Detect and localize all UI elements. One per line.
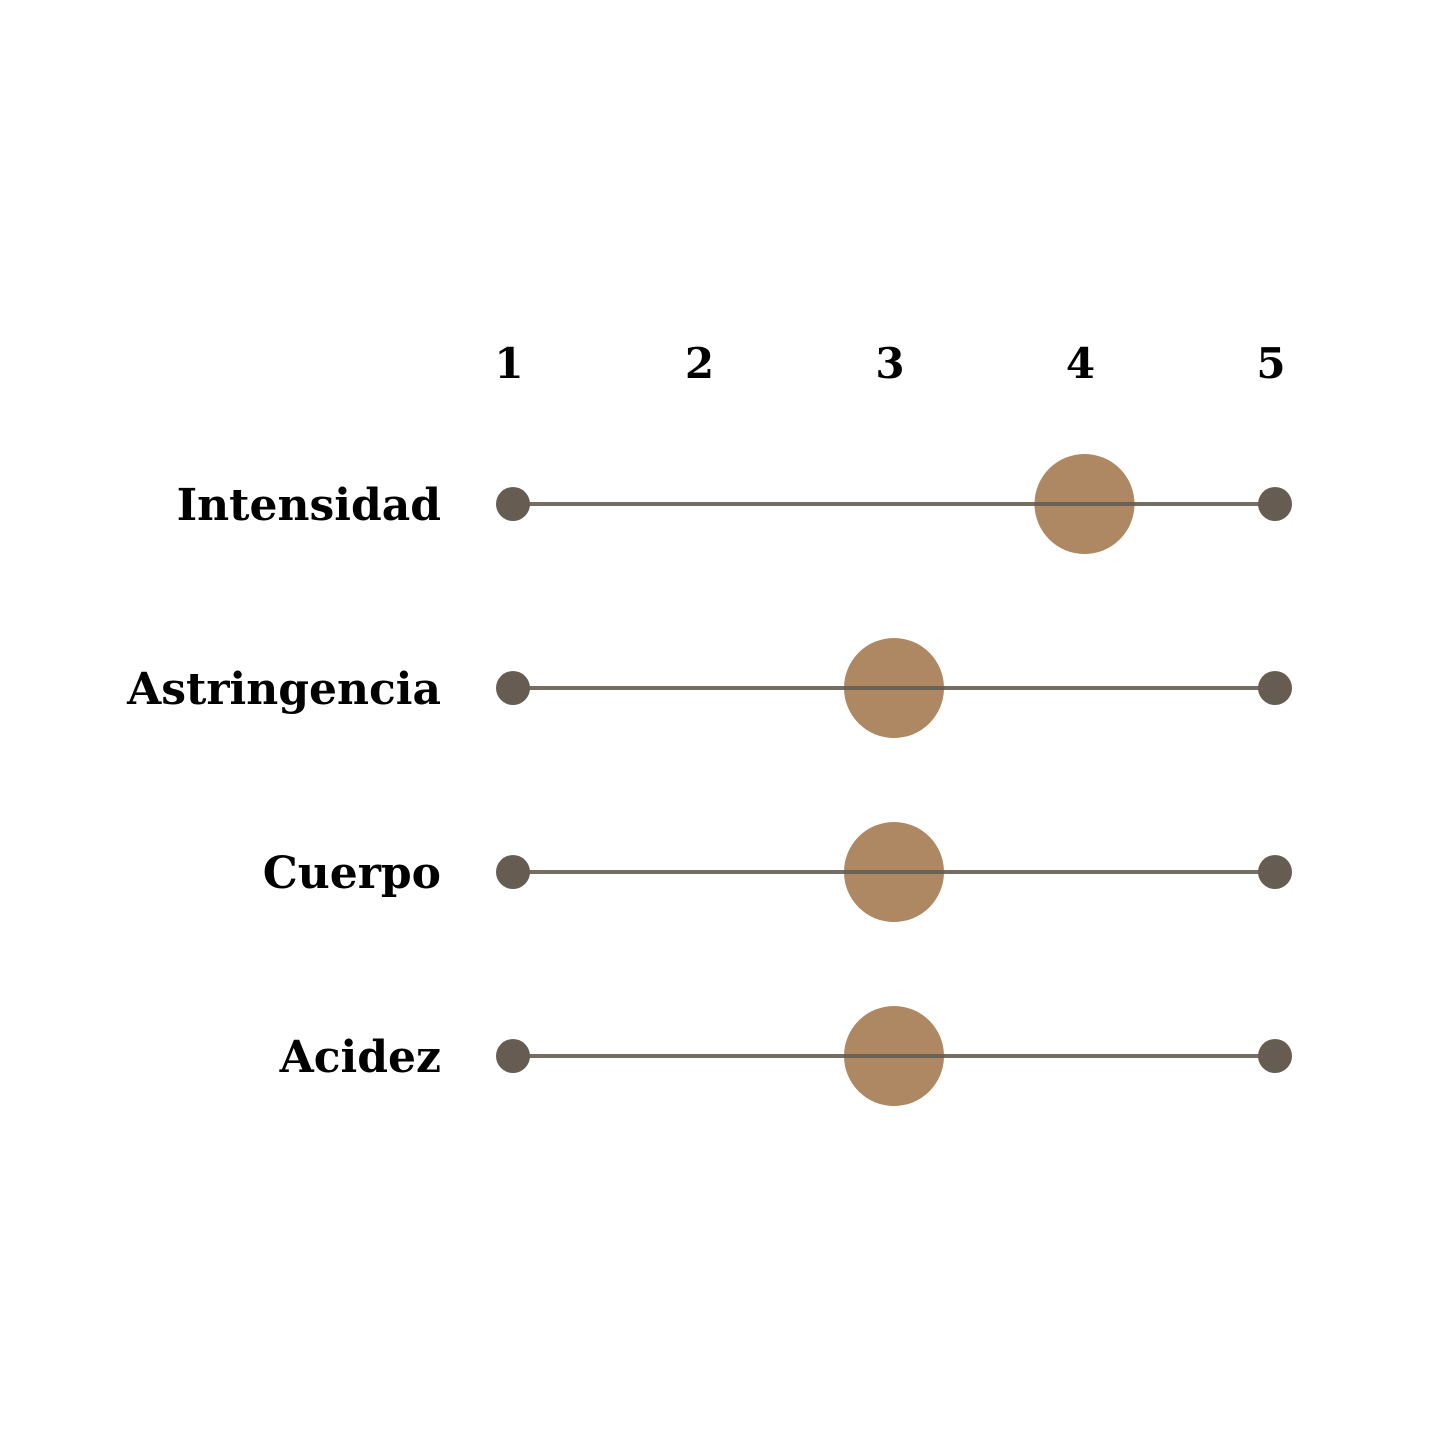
scale-start-dot: [496, 855, 530, 889]
scale-end-dot: [1258, 855, 1292, 889]
rating-row: Acidez: [279, 1006, 1292, 1106]
category-label: Intensidad: [177, 480, 441, 531]
category-label: Astringencia: [126, 664, 441, 715]
x-tick-label: 3: [875, 339, 904, 388]
rating-row: Astringencia: [126, 638, 1292, 738]
scale-start-dot: [496, 487, 530, 521]
scale-end-dot: [1258, 1039, 1292, 1073]
scale-end-dot: [1258, 671, 1292, 705]
rating-row: Cuerpo: [263, 822, 1292, 922]
x-tick-label: 5: [1256, 339, 1285, 388]
category-label: Acidez: [279, 1032, 441, 1083]
x-tick-label: 4: [1066, 339, 1095, 388]
rating-row: Intensidad: [177, 454, 1292, 554]
scale-end-dot: [1258, 487, 1292, 521]
x-tick-label: 1: [494, 339, 523, 388]
scale-start-dot: [496, 1039, 530, 1073]
category-label: Cuerpo: [263, 848, 441, 899]
scale-start-dot: [496, 671, 530, 705]
x-tick-label: 2: [685, 339, 714, 388]
